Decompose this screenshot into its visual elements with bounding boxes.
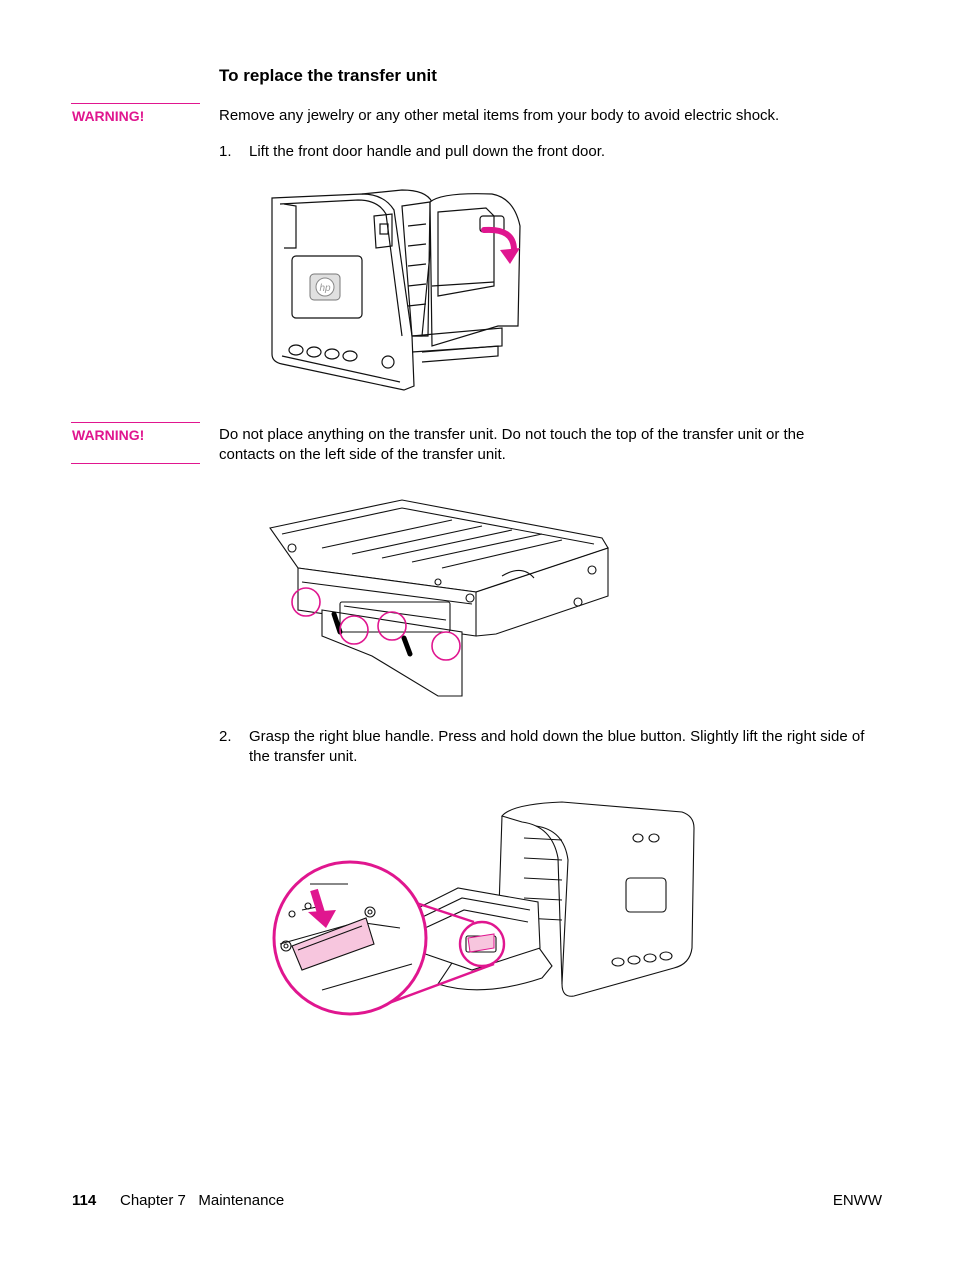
contact-highlight-circles (291, 587, 461, 661)
warning-rule-top (71, 422, 200, 423)
warning-text: Remove any jewelry or any other metal it… (219, 107, 780, 124)
chapter-label: Chapter 7 Maintenance (120, 1192, 285, 1209)
printer-front-door-figure: hp (271, 189, 521, 391)
section-heading: To replace the transfer unit (219, 66, 437, 85)
warning-label: WARNING! (72, 108, 145, 124)
warning-rule-top (71, 103, 200, 104)
page-number: 114 (72, 1192, 97, 1209)
step-number: 2. (219, 728, 232, 745)
warning-rule-bottom (71, 463, 200, 464)
rotate-arrow-icon (481, 226, 520, 264)
step-text: Lift the front door handle and pull down… (249, 143, 606, 160)
step-number: 1. (219, 143, 232, 160)
side-panel-outline (291, 255, 363, 319)
hp-logo-icon: hp (309, 273, 341, 301)
footer-right-label: ENWW (832, 1192, 882, 1209)
svg-text:hp: hp (319, 283, 331, 294)
warning-label: WARNING! (72, 427, 145, 443)
step-text: Grasp the right blue handle. Press and h… (249, 728, 865, 765)
transfer-unit-figure (269, 499, 609, 697)
zoom-target-circle (458, 920, 506, 968)
warning-text: Do not place anything on the transfer un… (219, 426, 805, 463)
handle-zoom-inset (272, 860, 428, 1016)
transfer-unit-handle-figure (272, 801, 695, 1016)
